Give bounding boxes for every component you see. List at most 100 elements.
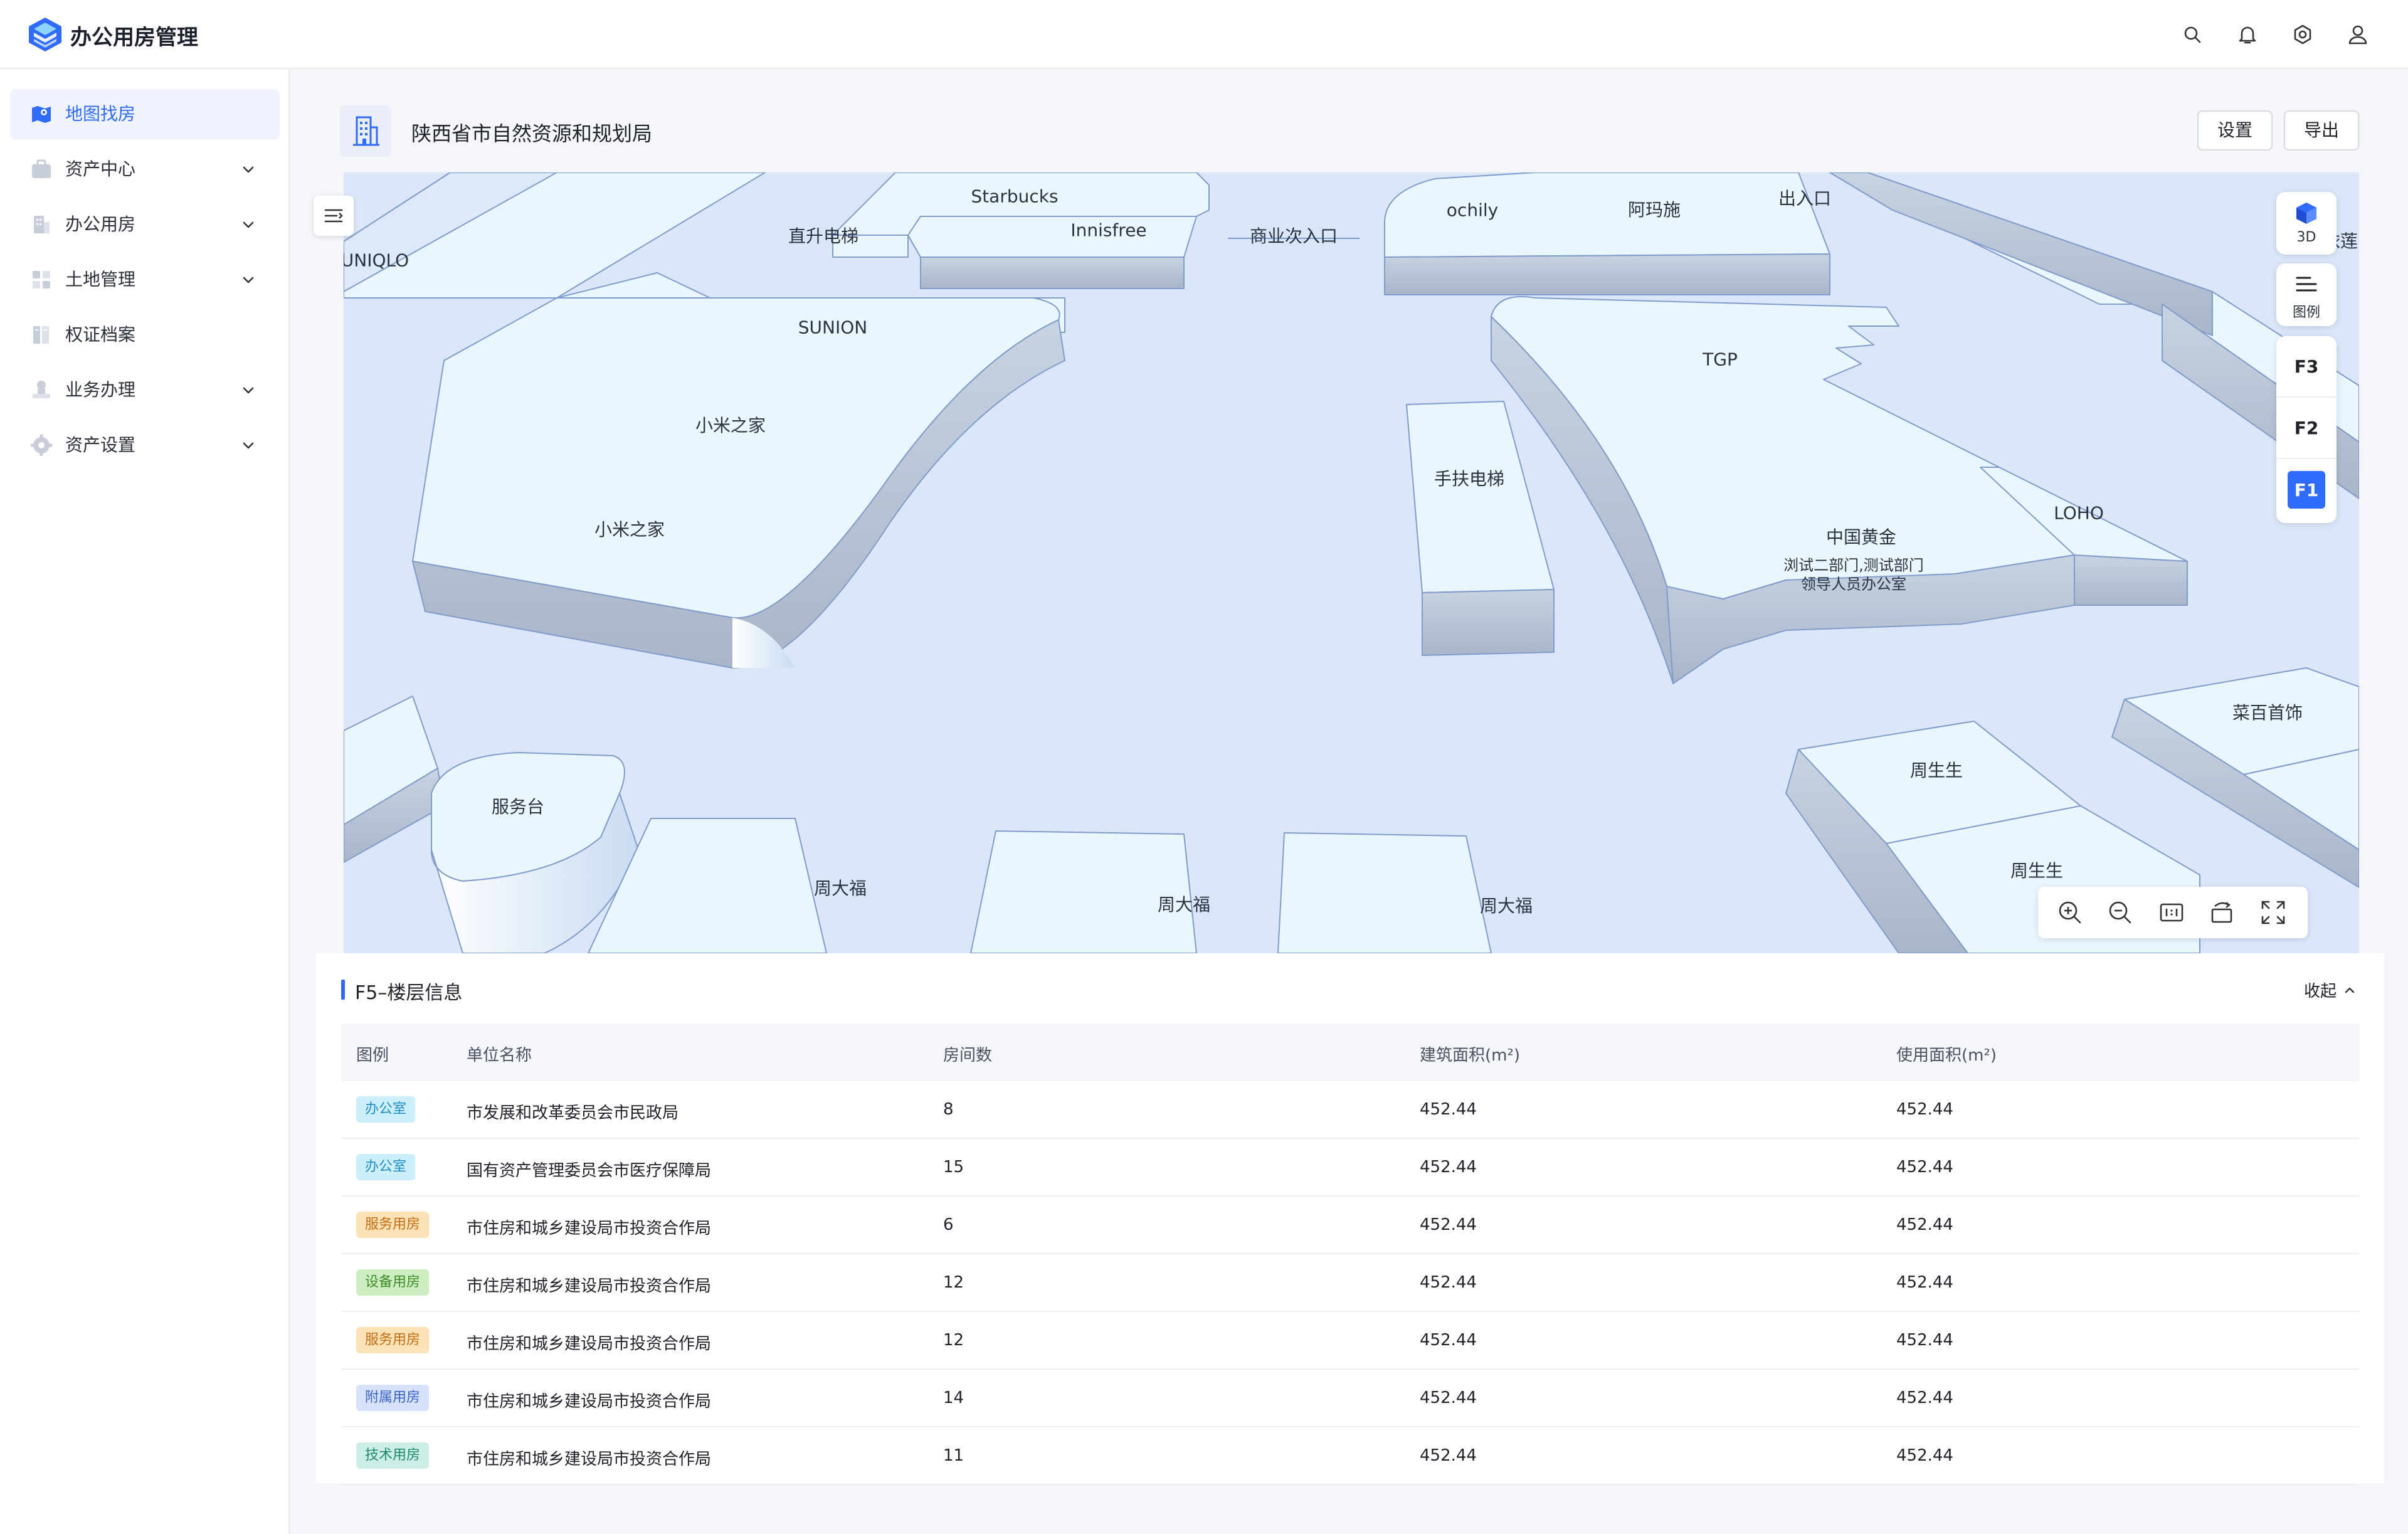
map-label[interactable]: Starbucks [971,186,1059,207]
floor-info-panel: F5–楼层信息 收起 图例 单位名称 房间数 建筑面积(m²) 使用面积(m²)… [316,953,2384,1485]
cube-icon [2296,203,2316,224]
use-area-cell: 452.44 [1896,1100,1953,1119]
org-name: 陕西省市自然资源和规划局 [411,122,653,145]
map-toolbar [2038,887,2308,938]
map-label[interactable]: 商业次入口 [1249,226,1338,246]
fullscreen-icon[interactable] [2260,899,2286,926]
column-header-use-area: 使用面积(m²) [1896,1046,1997,1065]
export-button[interactable]: 导出 [2284,110,2360,151]
bell-icon[interactable] [2234,21,2261,48]
sidebar-item-business-handling[interactable]: 业务办理 [10,365,280,415]
settings-icon[interactable] [2289,21,2316,48]
map-label[interactable]: 周生生 [1909,760,1963,781]
map-label[interactable]: 出入口 [1778,188,1832,209]
rotate-icon[interactable] [2209,899,2235,926]
floor-map[interactable]: Starbucks Innisfree 直升电梯 商业次入口 ochily 阿玛… [344,172,2359,953]
chevron-down-icon [243,387,254,394]
chevron-up-icon [2345,987,2355,993]
floor-button-f1[interactable]: F1 [2276,459,2337,521]
map-label[interactable]: LOHO [2054,502,2104,524]
map-label[interactable]: SUNION [798,317,868,338]
sidebar-item-asset-center[interactable]: 资产中心 [10,144,280,194]
room-count-cell: 14 [943,1389,964,1407]
floor-button-f2[interactable]: F2 [2276,398,2337,459]
chevron-down-icon [243,277,254,283]
build-area-cell: 452.44 [1420,1331,1477,1350]
map-label[interactable]: Innisfree [1070,220,1147,241]
list-icon [2296,277,2317,292]
map-label[interactable]: ochily [1446,199,1499,221]
map-label[interactable]: 周大福 [813,878,867,899]
legend-button[interactable]: 图例 [2276,263,2337,326]
unit-name-cell: 市住房和城乡建设局市投资合作局 [467,1335,712,1353]
app-title: 办公用房管理 [70,25,198,50]
unit-name-cell: 市发展和改革委员会市民政局 [467,1104,679,1123]
section-accent-bar [341,980,345,1000]
map-label[interactable]: 直升电梯 [788,226,859,246]
unit-name-cell: 市住房和城乡建设局市投资合作局 [467,1450,712,1469]
map-label[interactable]: 服务台 [491,796,545,817]
room-type-tag: 技术用房 [356,1442,430,1469]
room-count-cell: 8 [943,1100,954,1119]
map-canvas [344,172,2359,953]
panel-title: F5–楼层信息 [355,982,463,1004]
use-area-cell: 452.44 [1896,1273,1953,1292]
map-panel-toggle[interactable] [314,196,354,236]
build-area-cell: 452.44 [1420,1446,1477,1465]
top-bar: 办公用房管理 [0,0,2408,69]
collapse-button[interactable]: 收起 [2304,978,2357,1002]
map-label[interactable]: TGP [1703,349,1738,370]
map-label[interactable]: 周大福 [1479,896,1533,916]
org-building-icon [340,105,391,157]
sidebar: 地图找房 资产中心 办公用房 土地管理 权证档案 业务办理 资产设置 [0,69,290,1534]
build-area-cell: 452.44 [1420,1389,1477,1407]
user-icon[interactable] [2344,21,2372,48]
building-icon [34,216,50,233]
sidebar-item-land-management[interactable]: 土地管理 [10,255,280,305]
room-type-tag: 附属用房 [356,1385,430,1411]
map-label[interactable]: 小米之家 [594,519,665,540]
map-label[interactable]: 中国黄金 [1825,527,1897,547]
map-icon [32,106,51,123]
map-label[interactable]: 周生生 [2010,860,2064,881]
view-3d-button[interactable]: 3D [2276,192,2337,255]
grid-icon [33,271,50,288]
column-header-legend: 图例 [356,1046,389,1065]
chevron-down-icon [243,442,254,449]
actual-size-icon[interactable] [2158,899,2185,926]
zoom-in-icon[interactable] [2057,899,2083,926]
column-header-unit: 单位名称 [467,1046,532,1065]
map-label[interactable]: 周大福 [1157,894,1211,915]
map-label[interactable]: 小米之家 [695,415,766,436]
room-count-cell: 15 [943,1158,964,1177]
map-label[interactable]: UNIQLO [344,250,409,271]
map-label[interactable]: 领导人员办公室 [1801,575,1906,593]
search-icon[interactable] [2178,21,2206,48]
menu-fold-icon [324,209,343,223]
column-header-rooms: 房间数 [943,1046,993,1065]
sidebar-item-asset-settings[interactable]: 资产设置 [10,420,280,470]
map-label[interactable]: 手扶电梯 [1434,468,1505,489]
unit-name-cell: 市住房和城乡建设局市投资合作局 [467,1219,712,1238]
room-type-tag: 设备用房 [356,1269,430,1296]
unit-name-cell: 国有资产管理委员会市医疗保障局 [467,1161,712,1180]
build-area-cell: 452.44 [1420,1158,1477,1177]
map-label[interactable]: 菜百首饰 [2232,702,2303,723]
zoom-out-icon[interactable] [2107,899,2133,926]
build-area-cell: 452.44 [1420,1100,1477,1119]
sidebar-item-map-search[interactable]: 地图找房 [10,89,280,139]
map-label[interactable]: 阿玛施 [1627,199,1681,220]
map-label[interactable]: 浏试二部门,测试部门 [1783,556,1924,574]
sidebar-item-title-archives[interactable]: 权证档案 [10,310,280,360]
sidebar-item-office-housing[interactable]: 办公用房 [10,199,280,250]
use-area-cell: 452.44 [1896,1158,1953,1177]
settings-button[interactable]: 设置 [2197,110,2273,151]
floor-button-f3[interactable]: F3 [2276,336,2337,398]
